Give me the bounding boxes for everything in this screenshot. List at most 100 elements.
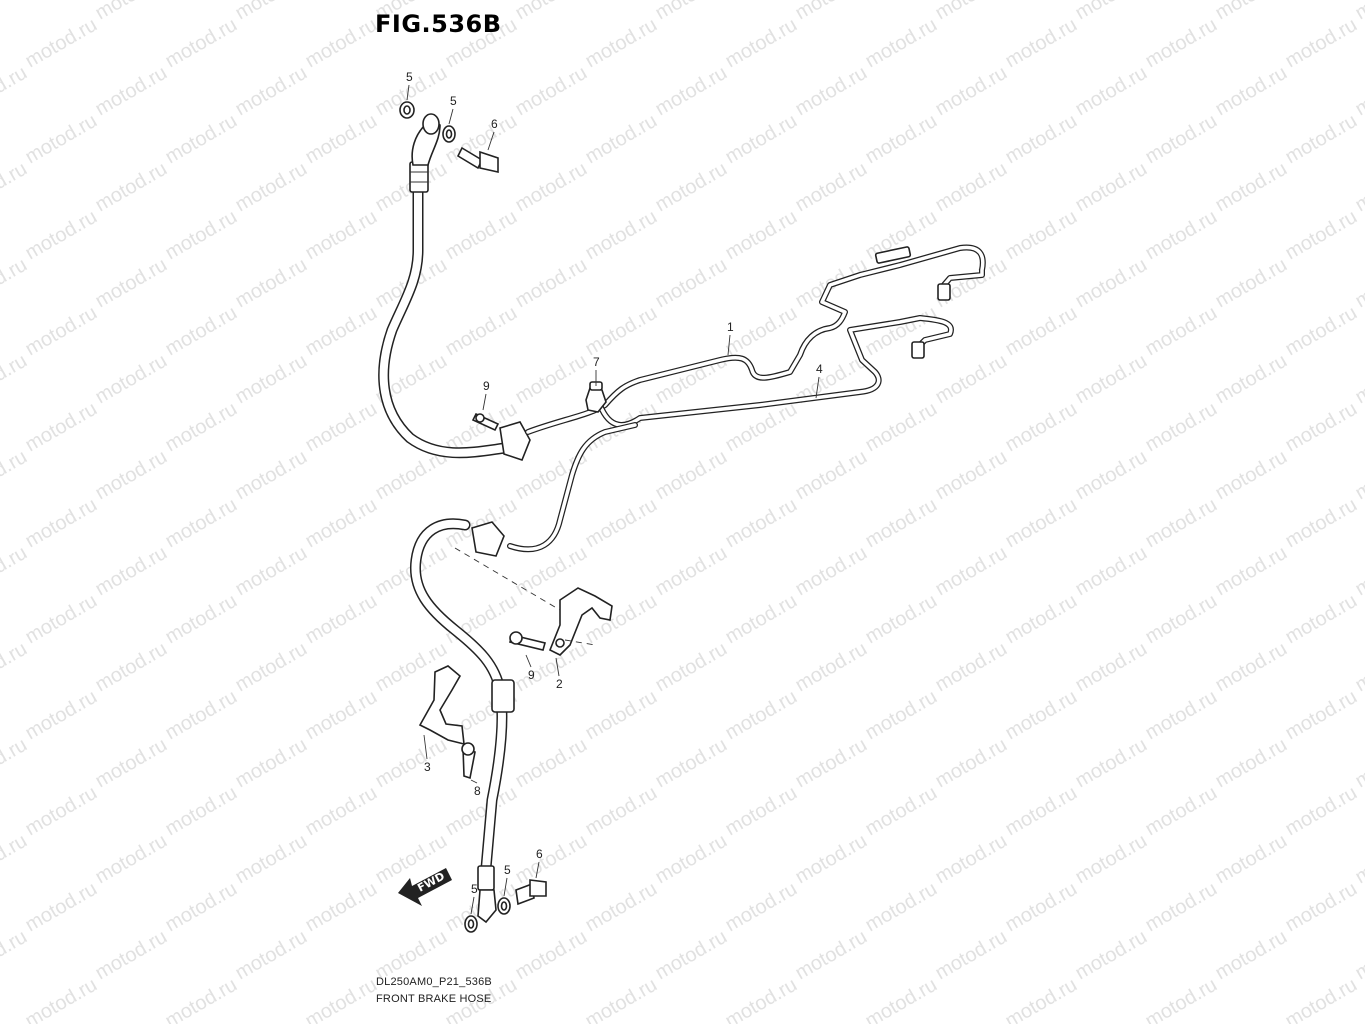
watermark-text: motod.ru <box>22 302 101 361</box>
watermark-text: motod.ru <box>1142 590 1221 649</box>
bracket-bolt-8[interactable] <box>462 743 475 778</box>
upper-washer-right[interactable] <box>443 126 455 142</box>
watermark-text: motod.ru <box>1002 14 1081 73</box>
watermark-text: motod.ru <box>1142 206 1221 265</box>
watermark-text: motod.ru <box>652 158 731 217</box>
watermark-text: motod.ru <box>582 974 661 1024</box>
watermark-text: motod.ru <box>162 398 241 457</box>
watermark-text: motod.ru <box>22 590 101 649</box>
watermark-text: motod.ru <box>1282 302 1361 361</box>
watermark-text: motod.ru <box>582 14 661 73</box>
watermark-text: motod.ru <box>1282 590 1361 649</box>
callout-number: 4 <box>816 362 823 376</box>
watermark-text: motod.ru <box>1072 542 1151 601</box>
watermark-text: motod.ru <box>1002 398 1081 457</box>
watermark-text: motod.ru <box>92 350 171 409</box>
watermark-text: motod.ru <box>722 206 801 265</box>
watermark-text: motod.ru <box>582 494 661 553</box>
watermark-text: motod.ru <box>232 638 311 697</box>
watermark-text: motod.ru <box>512 734 591 793</box>
watermark-text: motod.ru <box>302 302 381 361</box>
watermark-text: motod.ru <box>1212 926 1291 985</box>
hose-clamp-upper[interactable] <box>500 422 530 460</box>
watermark-text: motod.ru <box>582 686 661 745</box>
watermark-text: motod.ru <box>792 0 871 24</box>
watermark-text: motod.ru <box>1072 0 1151 24</box>
watermark-text: motod.ru <box>862 14 941 73</box>
bracket-bolt-9-lower[interactable] <box>510 632 545 650</box>
watermark-text: motod.ru <box>512 0 591 24</box>
watermark-text: motod.ru <box>1352 926 1365 985</box>
hose-fitting <box>410 162 428 192</box>
watermark-text: motod.ru <box>1282 782 1361 841</box>
watermark-text: motod.ru <box>232 350 311 409</box>
watermark-text: motod.ru <box>302 14 381 73</box>
watermark-text: motod.ru <box>1352 542 1365 601</box>
watermark-text: motod.ru <box>232 926 311 985</box>
callout-number: 5 <box>406 70 413 84</box>
watermark-text: motod.ru <box>1072 350 1151 409</box>
watermark-text: motod.ru <box>862 974 941 1024</box>
callout-number: 8 <box>474 784 481 798</box>
watermark-text: motod.ru <box>1282 110 1361 169</box>
watermark-text: motod.ru <box>722 110 801 169</box>
watermark-text: motod.ru <box>652 734 731 793</box>
callout-9a: 9 <box>483 379 490 410</box>
upper-banjo-eye <box>423 114 439 134</box>
watermark-text: motod.ru <box>862 302 941 361</box>
watermark-text: motod.ru <box>1142 398 1221 457</box>
hose-clamp-lower[interactable] <box>472 522 504 556</box>
watermark-text: motod.ru <box>512 830 591 889</box>
bracket-3[interactable] <box>420 666 464 744</box>
watermark-text: motod.ru <box>582 110 661 169</box>
watermark-text: motod.ru <box>1352 734 1365 793</box>
watermark-text: motod.ru <box>1002 206 1081 265</box>
watermark-text: motod.ru <box>1352 254 1365 313</box>
watermark-text: motod.ru <box>1212 350 1291 409</box>
watermark-text: motod.ru <box>1142 878 1221 937</box>
watermark-text: motod.ru <box>22 782 101 841</box>
watermark-text: motod.ru <box>792 926 871 985</box>
lower-washer-left[interactable] <box>465 916 477 932</box>
watermark-text: motod.ru <box>792 446 871 505</box>
watermark-text: motod.ru <box>1002 878 1081 937</box>
upper-washer-left[interactable] <box>400 102 414 118</box>
watermark-text: motod.ru <box>302 494 381 553</box>
watermark-text: motod.ru <box>162 974 241 1024</box>
watermark-text: motod.ru <box>652 254 731 313</box>
watermark-text: motod.ru <box>1212 542 1291 601</box>
callout-number: 1 <box>727 320 734 334</box>
watermark-text: motod.ru <box>582 782 661 841</box>
watermark-text: motod.ru <box>1072 254 1151 313</box>
callout-number: 9 <box>483 379 490 393</box>
watermark-text: motod.ru <box>652 638 731 697</box>
watermark-text: motod.ru <box>162 590 241 649</box>
watermark-text: motod.ru <box>162 110 241 169</box>
watermark-text: motod.ru <box>162 782 241 841</box>
lower-banjo <box>478 890 496 922</box>
watermark-text: motod.ru <box>1002 590 1081 649</box>
watermark-text: motod.ru <box>92 62 171 121</box>
watermark-text: motod.ru <box>232 0 311 24</box>
callout-5b: 5 <box>449 94 457 124</box>
watermark-text: motod.ru <box>0 62 31 121</box>
watermark-text: motod.ru <box>162 494 241 553</box>
callout-number: 5 <box>471 882 478 896</box>
watermark-text: motod.ru <box>932 446 1011 505</box>
callout-number: 7 <box>593 355 600 369</box>
watermark-text: motod.ru <box>232 446 311 505</box>
callout-leader-line <box>449 109 453 124</box>
watermark-text: motod.ru <box>0 734 31 793</box>
watermark-text: motod.ru <box>1212 158 1291 217</box>
watermark-text: motod.ru <box>232 734 311 793</box>
watermark-text: motod.ru <box>1282 686 1361 745</box>
watermark-text: motod.ru <box>22 398 101 457</box>
watermark-text: motod.ru <box>162 878 241 937</box>
lower-washer-right[interactable] <box>498 898 510 914</box>
watermark-text: motod.ru <box>92 638 171 697</box>
watermark-text: motod.ru <box>92 0 171 24</box>
watermark-text: motod.ru <box>932 830 1011 889</box>
watermark-text: motod.ru <box>442 206 521 265</box>
watermark-text: motod.ru <box>1352 830 1365 889</box>
